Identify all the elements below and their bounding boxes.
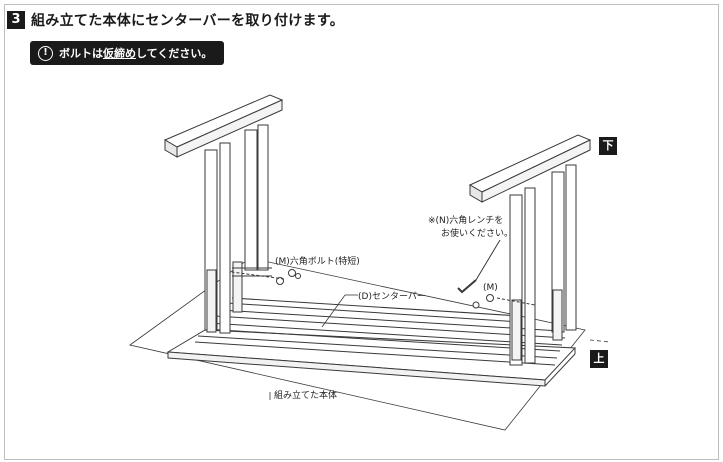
center-bar-leader xyxy=(321,294,346,328)
caution-suffix: してください。 xyxy=(136,47,213,60)
hex-wrench xyxy=(457,239,501,294)
caution-prefix: ボルトは xyxy=(59,47,103,60)
caution-note: ! ボルトは仮締めしてください。 xyxy=(30,41,225,65)
left-frame xyxy=(163,94,284,334)
orientation-bottom-badge: 下 xyxy=(599,137,617,155)
step-number-badge: 3 xyxy=(7,11,25,29)
base-side-edge xyxy=(544,353,576,387)
exclamation-circle-icon: ! xyxy=(38,45,53,61)
label-bolt-long: (M)六角ボルト(特短) xyxy=(275,257,360,267)
step-title: 組み立てた本体にセンターバーを取り付けます。 xyxy=(31,13,345,29)
caution-emphasis: 仮締め xyxy=(103,47,136,60)
label-wrench-line2: お使いください。 xyxy=(441,229,514,239)
label-assembled-body: 組み立てた本体 xyxy=(274,391,338,401)
label-bolt-short: (M) xyxy=(483,283,498,293)
hex-bolts xyxy=(231,269,494,309)
label-wrench-line1: ※(N)六角レンチを xyxy=(428,216,504,226)
page-frame xyxy=(4,4,719,460)
right-frame xyxy=(468,134,592,366)
center-bars xyxy=(194,297,566,366)
label-center-bar: (D)センターバー xyxy=(358,292,426,302)
caution-text: ボルトは仮締めしてください。 xyxy=(59,45,212,61)
orientation-top-badge: 上 xyxy=(590,350,608,368)
